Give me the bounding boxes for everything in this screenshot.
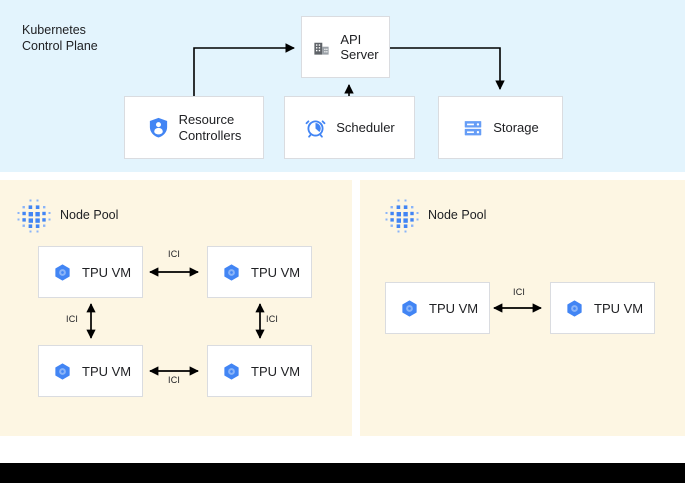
control-plane-title: Kubernetes Control Plane — [22, 23, 98, 53]
tpu-vm-left-label: TPU VM — [429, 300, 479, 316]
tpu-hex-icon — [55, 263, 70, 281]
node-storage-label: Storage — [493, 119, 539, 135]
node-pool-left-panel: Node Pool TPU VM — [0, 180, 352, 436]
ici-label-top: ICI — [168, 249, 181, 259]
tpu-vm-right[interactable]: TPU VM — [550, 282, 655, 334]
node-pool-right-title: Node Pool — [428, 208, 487, 222]
tpu-vm-top-right[interactable]: TPU VM — [207, 246, 312, 298]
tpu-vm-top-left[interactable]: TPU VM — [38, 246, 143, 298]
tpu-vm-top-right-label: TPU VM — [251, 264, 301, 280]
tpu-hex-icon — [402, 299, 417, 317]
tpu-vm-top-left-label: TPU VM — [82, 264, 132, 280]
building-icon — [314, 42, 329, 55]
node-storage[interactable]: Storage — [438, 96, 563, 159]
tpu-vm-bottom-left-label: TPU VM — [82, 363, 132, 379]
alarm-clock-icon — [305, 120, 326, 138]
control-plane-panel: Kubernetes Control Plane — [0, 0, 685, 172]
tpu-hex-icon — [224, 263, 239, 281]
dot-grid-icon — [17, 199, 51, 233]
node-pool-left-title: Node Pool — [60, 208, 119, 222]
dot-grid-icon — [385, 199, 419, 233]
node-api-server[interactable]: API Server — [301, 16, 390, 78]
control-plane-connectors — [193, 43, 505, 96]
tpu-vm-left[interactable]: TPU VM — [385, 282, 490, 334]
node-pool-right-connectors — [493, 303, 542, 313]
tpu-vm-bottom-right-label: TPU VM — [251, 363, 301, 379]
ici-label-bottom: ICI — [168, 375, 181, 385]
bottom-bar — [0, 463, 685, 483]
tpu-hex-icon — [567, 299, 582, 317]
tpu-hex-icon — [224, 362, 239, 380]
tpu-vm-bottom-left[interactable]: TPU VM — [38, 345, 143, 397]
node-scheduler-label: Scheduler — [336, 119, 395, 135]
node-pool-left-connectors — [86, 267, 265, 376]
tpu-hex-icon — [55, 362, 70, 380]
connector-api-server-to-storage — [390, 47, 505, 90]
shield-user-icon — [149, 117, 167, 138]
node-api-server-label: API Server — [340, 31, 379, 63]
ici-label-mid: ICI — [513, 287, 526, 297]
connector-resource-controllers-to-api-server — [193, 43, 295, 96]
ici-label-right: ICI — [266, 314, 279, 324]
tpu-vm-right-label: TPU VM — [594, 300, 644, 316]
node-resource-controllers[interactable]: Resource Controllers — [124, 96, 264, 159]
node-resource-controllers-label: Resource Controllers — [178, 112, 242, 143]
node-scheduler[interactable]: Scheduler — [284, 96, 415, 159]
server-rack-icon — [464, 120, 482, 135]
node-pool-right-panel: Node Pool TPU VM TPU VM — [360, 180, 685, 436]
ici-label-left: ICI — [66, 314, 79, 324]
tpu-vm-bottom-right[interactable]: TPU VM — [207, 345, 312, 397]
